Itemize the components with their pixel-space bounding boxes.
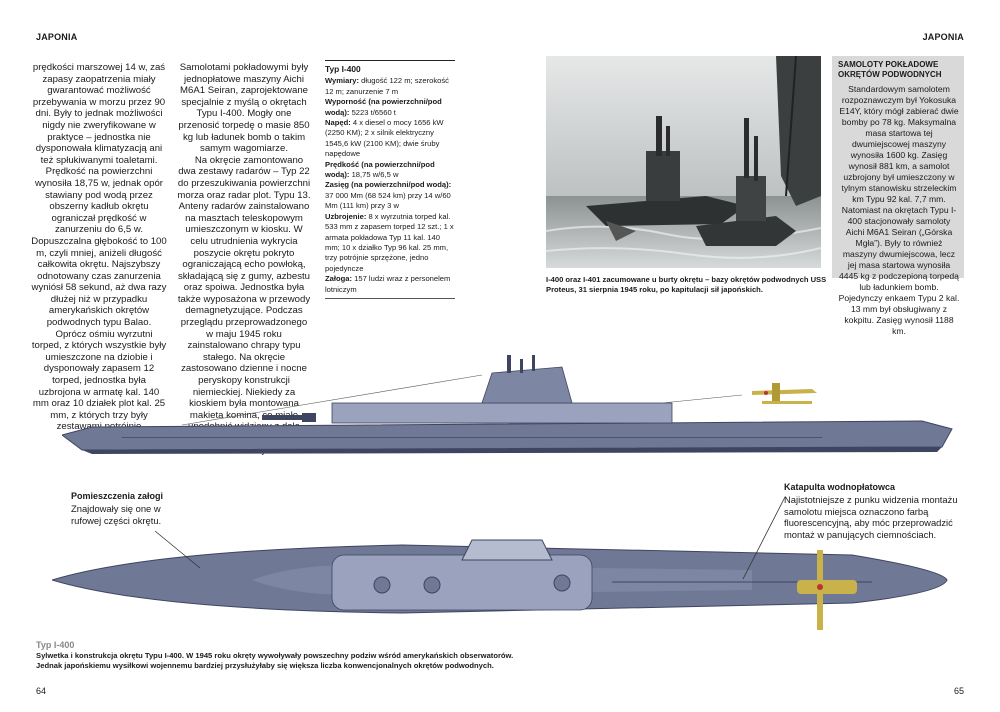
- running-header-left: JAPONIA: [36, 32, 78, 42]
- submarine-side-profile: [60, 355, 962, 460]
- sidebar-title: SAMOLOTY POKŁADOWE OKRĘTÓW PODWODNYCH: [838, 60, 942, 79]
- spec-label: Uzbrojenie:: [325, 211, 367, 221]
- photo-caption: I-400 oraz I-401 zacumowane u burty okrę…: [546, 275, 827, 295]
- annotation-catapult-text: Najistotniejsze z punku widzenia montażu…: [784, 494, 958, 540]
- submarine-profile-drawing: [60, 355, 953, 454]
- paragraph: prędkości marszowej 14 w, zaś zapasy zao…: [31, 62, 167, 329]
- spec-label: Prędkość (na powierzchni/pod wodą):: [325, 159, 435, 180]
- spec-row: Napęd: 4 x diesel o mocy 1656 kW (2250 K…: [325, 118, 455, 160]
- sidebar-body: Standardowym samolotem rozpoznawczym był…: [838, 84, 960, 336]
- spec-row: Zasięg (na powierzchni/pod wodą): 37 000…: [325, 180, 455, 211]
- running-header-right: JAPONIA: [922, 32, 964, 42]
- submarine-plan-drawing: [50, 539, 948, 630]
- spec-title: Typ I-400: [325, 64, 361, 74]
- spec-row: Prędkość (na powierzchni/pod wodą): 18,7…: [325, 160, 455, 181]
- paragraph: Samolotami pokładowymi były jednopłatowe…: [178, 62, 310, 155]
- figure-caption-body: Sylwetka i konstrukcja okrętu Typu I-400…: [36, 651, 514, 670]
- spec-row: Wyporność (na powierzchni/pod wodą): 522…: [325, 97, 455, 118]
- annotation-crew-text: Znajdowały się one w rufowej części okrę…: [71, 503, 162, 526]
- spec-label: Napęd:: [325, 118, 351, 128]
- spec-row: Wymiary: długość 122 m; szerokość 12 m; …: [325, 76, 455, 97]
- spec-label: Zasięg (na powierzchni/pod wodą):: [325, 180, 452, 190]
- text-column-1: prędkości marszowej 14 w, zaś zapasy zao…: [30, 62, 168, 445]
- annotation-catapult-title: Katapulta wodnopłatowca: [784, 482, 896, 492]
- page-number-left: 64: [36, 686, 47, 696]
- specification-box: Typ I-400 Wymiary: długość 122 m; szerok…: [325, 60, 455, 299]
- spec-value: 18,75 w/6,5 w: [349, 170, 399, 180]
- spec-label: Wyporność (na powierzchni/pod wodą):: [325, 97, 442, 117]
- spec-value: 5223 t/6560 t: [349, 107, 396, 117]
- spec-value: 37 000 Mm (68 524 km) przy 14 w/60 Mm (1…: [325, 190, 451, 211]
- page-number-right: 65: [953, 686, 964, 696]
- submarines-photo-image: [546, 56, 821, 268]
- historical-photo: [546, 56, 821, 268]
- spec-label: Załoga:: [325, 274, 353, 284]
- spec-row: Uzbrojenie: 8 x wyrzutnia torped kal. 53…: [325, 212, 455, 274]
- spec-row: Załoga: 157 ludzi wraz z personelem lotn…: [325, 274, 455, 295]
- spec-value: 4 x diesel o mocy 1656 kW (2250 KM); 2 x…: [325, 118, 444, 159]
- divider: [325, 297, 455, 299]
- spec-label: Wymiary:: [325, 76, 360, 86]
- spec-value: długość 122 m; szerokość 12 m; zanurzeni…: [325, 76, 449, 96]
- annotation-pointer: [154, 530, 201, 569]
- figure-caption-title: Typ I-400: [36, 640, 75, 650]
- sidebar-box: SAMOLOTY POKŁADOWE OKRĘTÓW PODWODNYCH St…: [832, 56, 964, 336]
- spec-value: 8 x wyrzutnia torped kal. 533 mm z zapas…: [325, 211, 454, 273]
- submarine-top-view: [50, 535, 952, 635]
- spec-value: 157 ludzi wraz z personelem lotniczym: [325, 274, 451, 294]
- annotation-crew-title: Pomieszczenia załogi: [71, 491, 164, 501]
- divider: [325, 60, 455, 61]
- annotation-pointer: [742, 496, 786, 580]
